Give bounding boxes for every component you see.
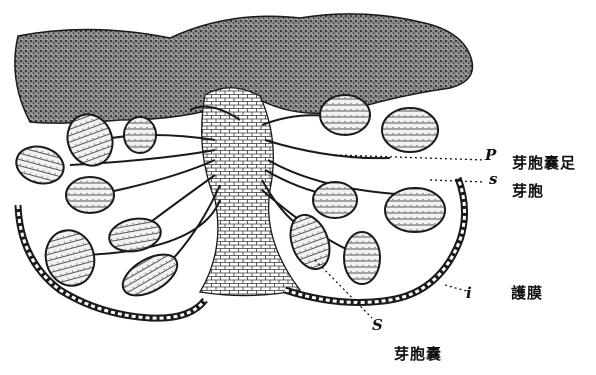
label-p-marker: P (485, 146, 496, 164)
label-s-marker: s (489, 170, 497, 188)
label-sporangium-stalk: 芽胞囊足 (512, 152, 576, 173)
label-sporangium: 芽胞囊 (394, 343, 442, 364)
label-S-marker: S (372, 316, 383, 334)
label-spore: 芽胞 (512, 180, 544, 201)
label-indusium: 護膜 (511, 282, 543, 303)
label-i-marker: i (466, 284, 472, 302)
